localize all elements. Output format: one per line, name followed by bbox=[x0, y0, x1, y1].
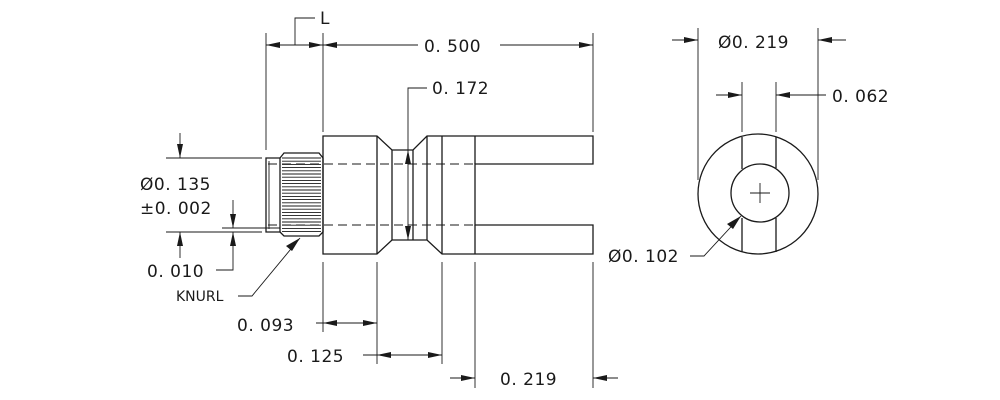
label-hole-diameter: Ø0. 102 bbox=[608, 247, 679, 267]
leader-L bbox=[294, 17, 315, 45]
knurl-hatch bbox=[282, 157, 321, 233]
arrowhead bbox=[266, 42, 280, 48]
arrowhead bbox=[428, 352, 442, 358]
arrowhead bbox=[776, 92, 790, 98]
dimension-neck: 0. 172 bbox=[405, 79, 489, 240]
dimension-slot-width: 0. 062 bbox=[716, 82, 889, 132]
arrowhead bbox=[323, 320, 337, 326]
label-shoulder-length: 0. 125 bbox=[287, 347, 344, 367]
arrowhead bbox=[461, 375, 475, 381]
label-L: L bbox=[320, 9, 330, 29]
dimension-hole-diameter: Ø0. 102 bbox=[608, 215, 742, 267]
label-slot-width: 0. 062 bbox=[832, 87, 889, 107]
outer-circle bbox=[697, 133, 819, 255]
label-knurl-depth: 0. 010 bbox=[147, 262, 204, 282]
arrowhead bbox=[579, 42, 593, 48]
label-knurl: KNURL bbox=[176, 289, 224, 305]
label-slot-length: 0. 219 bbox=[500, 370, 557, 390]
arrowhead bbox=[593, 375, 607, 381]
dimension-head-length: 0. 093 bbox=[237, 262, 378, 336]
dimension-slot-length: 0. 219 bbox=[450, 262, 618, 390]
arrowhead bbox=[323, 42, 337, 48]
label-outer-diameter: Ø0. 219 bbox=[718, 33, 789, 53]
arrowhead bbox=[230, 214, 236, 228]
label-diameter: Ø0. 135 bbox=[140, 175, 211, 195]
dimension-outer-diameter: Ø0. 219 bbox=[672, 28, 846, 180]
arrowhead bbox=[363, 320, 377, 326]
arrowhead bbox=[818, 37, 832, 43]
hole-circle bbox=[730, 163, 790, 223]
leader-knurl bbox=[238, 237, 301, 297]
side-view bbox=[265, 135, 594, 255]
arrowhead bbox=[377, 352, 391, 358]
arrowhead bbox=[405, 150, 411, 164]
knurl-callout: KNURL bbox=[176, 237, 301, 305]
arrowhead bbox=[728, 92, 742, 98]
end-view bbox=[697, 133, 819, 255]
arrowhead bbox=[309, 42, 323, 48]
dimension-knurl-depth: 0. 010 bbox=[147, 200, 280, 282]
dim-line-knurl-bottom bbox=[216, 232, 234, 271]
label-overall-length: 0. 500 bbox=[424, 37, 481, 57]
arrowhead bbox=[177, 144, 183, 158]
dimension-diameter: Ø0. 135 ±0. 002 bbox=[140, 133, 262, 258]
arrowhead bbox=[177, 232, 183, 246]
label-diameter-tolerance: ±0. 002 bbox=[140, 199, 212, 219]
leader-hole bbox=[690, 215, 742, 257]
arrowhead bbox=[230, 232, 236, 246]
label-head-length: 0. 093 bbox=[237, 316, 294, 336]
leader-172 bbox=[407, 87, 427, 240]
arrowhead bbox=[286, 238, 300, 251]
knurl-body-outline bbox=[279, 152, 324, 237]
arrowhead bbox=[405, 226, 411, 240]
label-neck-length: 0. 172 bbox=[432, 79, 489, 99]
body-outline bbox=[322, 135, 594, 255]
arrowhead bbox=[684, 37, 698, 43]
knurl-end-outline bbox=[265, 157, 281, 233]
arrowhead bbox=[727, 216, 741, 229]
dimension-overall-length: L 0. 500 bbox=[265, 9, 594, 150]
dimension-shoulder-length: 0. 125 bbox=[287, 262, 443, 367]
